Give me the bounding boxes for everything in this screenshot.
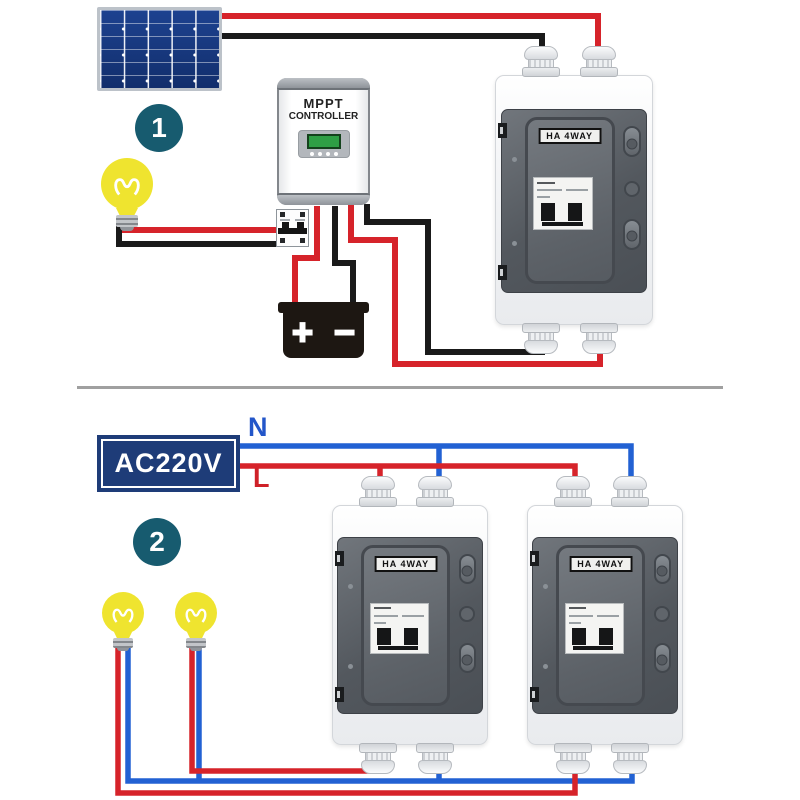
window-latch — [623, 218, 641, 250]
window-latch — [653, 643, 671, 673]
mppt-title-line1: MPPT — [303, 96, 344, 111]
enclosure-clip — [498, 265, 507, 280]
cable-gland — [522, 323, 562, 354]
enclosure-window: HA 4WAY — [337, 537, 483, 714]
bulb-filament-icon — [114, 178, 140, 196]
wire-pv-positive — [216, 13, 601, 56]
enclosure-clip — [498, 122, 507, 138]
cable-gland — [610, 476, 651, 507]
mcb-breaker-plate — [369, 602, 430, 654]
wire-line-main — [240, 463, 578, 484]
mcb-toggle-bar — [541, 221, 583, 227]
cable-gland — [580, 46, 620, 77]
bulb-filament-icon — [112, 608, 134, 623]
enclosure-clip — [335, 550, 344, 566]
bulb-glass — [102, 592, 144, 634]
cable-gland — [522, 46, 562, 77]
window-latch — [458, 643, 476, 673]
mppt-controller: MPPT CONTROLLER — [277, 78, 370, 205]
window-latch — [623, 126, 641, 157]
step-badge-1: 1 — [135, 104, 183, 152]
mppt-title-line2: CONTROLLER — [288, 111, 359, 122]
battery-icon: + − — [283, 310, 364, 358]
window-port — [624, 180, 640, 197]
step-badge-2: 2 — [133, 518, 181, 566]
enclosure-label: HA 4WAY — [569, 555, 633, 572]
bulb-base — [186, 638, 206, 648]
mcb-toggle — [568, 203, 582, 221]
window-port — [459, 606, 476, 623]
solar-panel-cells — [100, 10, 219, 88]
enclosure-label: HA 4WAY — [538, 127, 602, 144]
enclosure-clip — [530, 550, 539, 566]
cable-gland — [553, 743, 594, 774]
cable-gland — [358, 476, 399, 507]
step-number: 1 — [151, 112, 167, 143]
ac-source-label: AC220V — [114, 448, 223, 478]
wire-box1-to-mppt-red — [348, 204, 603, 367]
battery-minus-symbol: − — [333, 310, 356, 353]
mcb-toggle — [599, 628, 613, 645]
battery-plus-symbol: + — [291, 310, 314, 353]
cable-gland — [610, 743, 651, 774]
breaker-enclosure-2: HA 4WAY — [332, 476, 488, 774]
light-bulb-icon — [102, 592, 144, 651]
window-latch — [458, 554, 476, 584]
wire-battery-positive — [292, 206, 320, 306]
breaker-toggle-bar — [278, 228, 307, 234]
dc-mini-breaker — [276, 209, 309, 247]
section-divider — [77, 386, 723, 389]
mcb-breaker-plate — [564, 602, 625, 654]
enclosure-label: HA 4WAY — [374, 555, 438, 572]
bulb-base — [113, 638, 133, 648]
bulb-base — [116, 215, 138, 227]
battery-terminal-bar — [278, 302, 369, 313]
mcb-toggle — [377, 628, 391, 645]
cable-gland — [553, 476, 594, 507]
cable-gland — [415, 743, 456, 774]
enclosure-clip — [530, 687, 539, 703]
wire-pv-negative — [216, 33, 545, 56]
wire-neutral-main — [240, 443, 634, 484]
wire-line-boxB-to-bulb1 — [115, 648, 578, 796]
breaker-enclosure-3: HA 4WAY — [527, 476, 683, 774]
light-bulb-icon — [101, 158, 153, 231]
window-port — [654, 606, 671, 623]
mcb-toggle-bar — [378, 645, 419, 651]
mppt-display-panel — [297, 130, 350, 158]
cable-gland — [415, 476, 456, 507]
mppt-top-cap — [277, 78, 370, 90]
cable-gland — [580, 323, 620, 354]
wire-battery-negative — [332, 206, 356, 306]
mcb-toggle — [404, 628, 418, 645]
bulb-filament-icon — [185, 608, 207, 623]
mcb-breaker-plate — [533, 176, 594, 230]
mppt-bottom-cap — [277, 193, 370, 205]
mcb-toggle — [572, 628, 586, 645]
cable-gland — [358, 743, 399, 774]
bulb-glass — [175, 592, 217, 634]
enclosure-window: HA 4WAY — [532, 537, 678, 714]
mcb-toggle — [540, 203, 555, 221]
enclosure-window: HA 4WAY — [500, 108, 648, 293]
mcb-toggle-bar — [573, 645, 614, 651]
ac-source-box: AC220V — [97, 435, 240, 492]
mppt-lcd-screen — [306, 134, 341, 149]
neutral-wire-label: N — [248, 412, 268, 442]
line-wire-label: L — [253, 463, 270, 493]
step-number: 2 — [149, 526, 165, 557]
light-bulb-icon — [175, 592, 217, 651]
solar-panel-icon — [97, 7, 222, 91]
mppt-buttons — [299, 152, 349, 156]
breaker-enclosure-1: HA 4WAY — [495, 46, 653, 354]
window-latch — [653, 554, 671, 584]
enclosure-clip — [335, 687, 344, 703]
bulb-glass — [101, 158, 153, 210]
